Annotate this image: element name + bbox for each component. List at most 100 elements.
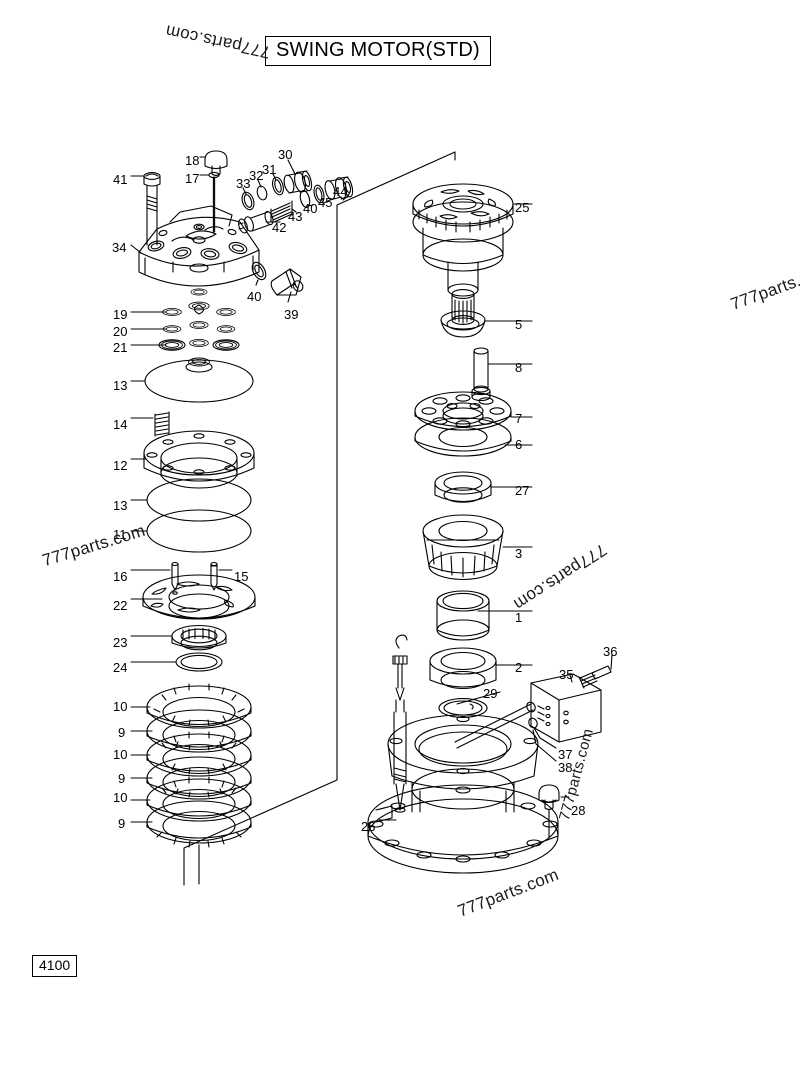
leader-38: [532, 729, 557, 762]
part-45-washer: [313, 184, 325, 204]
callout-45[interactable]: 45: [318, 195, 333, 210]
callout-17[interactable]: 17: [185, 171, 200, 186]
part-breather-rod: [392, 634, 408, 813]
part-40a-oring: [299, 190, 311, 208]
part-35-block: [530, 673, 602, 743]
callout-16[interactable]: 16: [113, 569, 128, 584]
part-19-washers: [162, 288, 236, 316]
part-21-seals: [158, 339, 240, 351]
callout-26[interactable]: 26: [361, 819, 376, 834]
callout-25[interactable]: 25: [515, 200, 530, 215]
callout-39[interactable]: 39: [284, 307, 299, 322]
part-32-ball: [256, 185, 268, 201]
callout-43[interactable]: 43: [288, 209, 303, 224]
callout-21[interactable]: 21: [113, 340, 128, 355]
callout-24[interactable]: 24: [113, 660, 128, 675]
leader-30: [287, 159, 296, 175]
part-10b-disc: [146, 731, 252, 777]
part-9a-disc: [146, 709, 252, 753]
part-9b-disc: [146, 756, 252, 800]
callout-12[interactable]: 12: [113, 458, 128, 473]
callout-44[interactable]: 44: [333, 184, 348, 199]
callout-10b[interactable]: 10: [113, 747, 128, 762]
callout-13a[interactable]: 13: [113, 378, 128, 393]
callout-40b[interactable]: 40: [247, 289, 262, 304]
callout-37[interactable]: 37: [558, 747, 573, 762]
part-27-race: [434, 471, 492, 503]
leader-32: [257, 179, 262, 188]
callout-30[interactable]: 30: [278, 147, 293, 162]
callout-38[interactable]: 38: [558, 760, 573, 775]
part-25-rotor: [412, 183, 514, 325]
callout-20[interactable]: 20: [113, 324, 128, 339]
callout-22[interactable]: 22: [113, 598, 128, 613]
part-39-valve: [270, 268, 304, 296]
page-title: SWING MOTOR(STD): [265, 36, 491, 66]
part-30-fitting: [283, 170, 313, 194]
callout-5[interactable]: 5: [515, 317, 523, 332]
part-40b-oring: [251, 261, 267, 281]
callout-34[interactable]: 34: [112, 240, 127, 255]
callout-42[interactable]: 42: [272, 220, 287, 235]
part-14-spring: [154, 411, 170, 437]
callout-23[interactable]: 23: [113, 635, 128, 650]
part-23-bearing: [171, 624, 227, 651]
callout-14[interactable]: 14: [113, 417, 128, 432]
part-10a-disc: [146, 683, 252, 729]
callout-33[interactable]: 33: [236, 176, 251, 191]
callout-41[interactable]: 41: [113, 172, 128, 187]
diagram-frame: [183, 151, 456, 886]
leader-43: [291, 208, 297, 213]
part-26-housing: [367, 714, 559, 874]
callout-36[interactable]: 36: [603, 644, 618, 659]
callout-7[interactable]: 7: [515, 411, 523, 426]
part-3-bearing: [422, 514, 504, 581]
part-33-seal: [241, 191, 255, 211]
callout-9a[interactable]: 9: [118, 725, 126, 740]
callout-35[interactable]: 35: [559, 667, 574, 682]
leader-45: [323, 199, 331, 204]
leader-35: [569, 674, 573, 683]
part-5-retainer: [440, 310, 486, 338]
leader-40b: [255, 279, 259, 286]
part-41-bolt: [143, 172, 161, 246]
callout-1[interactable]: 1: [515, 610, 523, 625]
callout-2[interactable]: 2: [515, 660, 523, 675]
leader-44: [342, 191, 351, 201]
callout-13b[interactable]: 13: [113, 498, 128, 513]
callout-28[interactable]: 28: [571, 803, 586, 818]
callout-31[interactable]: 31: [262, 162, 277, 177]
part-22-plate: [142, 574, 256, 620]
part-7-valveplate: [414, 391, 512, 431]
part-31-oring: [272, 176, 284, 196]
callout-19[interactable]: 19: [113, 307, 128, 322]
callout-27[interactable]: 27: [515, 483, 530, 498]
callout-9c[interactable]: 9: [118, 816, 126, 831]
part-2-collar: [429, 647, 497, 690]
part-42-spool: [238, 210, 274, 234]
leader-39: [287, 291, 292, 303]
part-12-piston: [143, 430, 255, 489]
leader-31: [272, 173, 277, 181]
part-18-plug: [204, 150, 228, 177]
callout-40a[interactable]: 40: [303, 201, 318, 216]
callout-18[interactable]: 18: [185, 153, 200, 168]
callout-10c[interactable]: 10: [113, 790, 128, 805]
callout-6[interactable]: 6: [515, 437, 523, 452]
callout-3[interactable]: 3: [515, 546, 523, 561]
callout-10a[interactable]: 10: [113, 699, 128, 714]
leader-36: [610, 654, 613, 670]
leader-40a: [307, 204, 314, 207]
callout-11[interactable]: 11: [113, 527, 127, 542]
callout-32[interactable]: 32: [249, 168, 264, 183]
callout-29[interactable]: 29: [483, 686, 498, 701]
callout-15[interactable]: 15: [234, 569, 249, 584]
callout-8[interactable]: 8: [515, 360, 523, 375]
callout-9b[interactable]: 9: [118, 771, 126, 786]
part-9c-disc: [146, 800, 252, 848]
leader-33: [242, 187, 247, 195]
page-code: 4100: [32, 955, 78, 977]
part-20-washers: [162, 321, 236, 333]
